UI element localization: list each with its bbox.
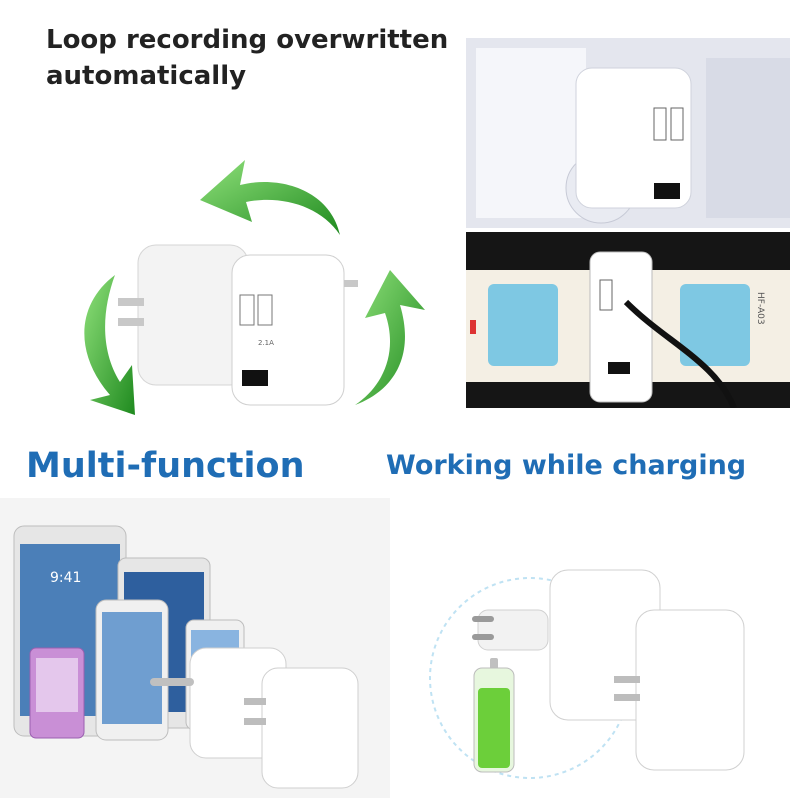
socket-left	[488, 284, 558, 366]
strip-label: HF-A03	[755, 292, 765, 325]
recycle-arrows-icon: 2.1A	[84, 160, 425, 415]
product-with-arrows: 2.1A	[40, 130, 460, 430]
headline-line-2: automatically	[46, 61, 247, 91]
charger-left	[118, 244, 249, 386]
battery-icon	[473, 658, 515, 773]
caption-working-while-charging: Working while charging	[386, 450, 747, 481]
photo-wall-socket	[466, 38, 790, 228]
caption-multi-function: Multi-function	[26, 446, 305, 486]
devices-with-chargers: 9:41	[0, 498, 390, 798]
headline-line-1: Loop recording overwritten	[46, 25, 449, 55]
chargers-with-battery	[400, 498, 796, 798]
tablet-clock: 9:41	[50, 570, 81, 586]
port-rating-label: 2.1A	[258, 339, 274, 347]
photo-power-strip: HF-A03	[466, 232, 790, 408]
headline: Loop recording overwritten automatically	[46, 22, 466, 94]
charger-right: 2.1A	[231, 254, 358, 406]
socket-right	[680, 284, 750, 366]
